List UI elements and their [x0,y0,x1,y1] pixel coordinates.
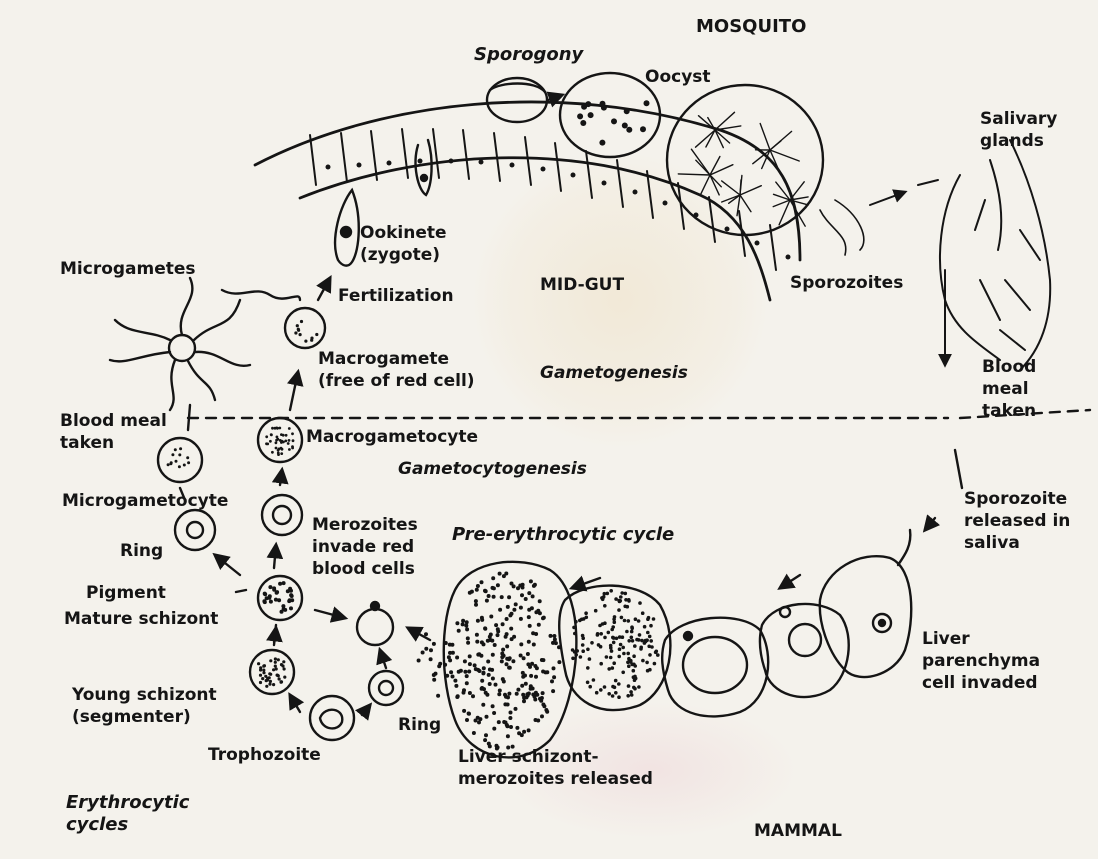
label-mature-schizont: Mature schizont [64,608,218,630]
label-young-schizont: Young schizont (segmenter) [72,684,217,728]
label-erythrocytic-cycles: Erythrocytic cycles [66,792,189,836]
sporogony-stages [487,73,864,255]
label-ring-left: Ring [120,540,163,562]
label-ookinete: Ookinete (zygote) [360,222,447,266]
label-merozoites-invade: Merozoites invade red blood cells [312,514,418,580]
label-gametogenesis: Gametogenesis [540,362,688,384]
label-mosquito: MOSQUITO [696,16,806,38]
label-microgametocyte: Microgametocyte [62,490,228,512]
liver-cells [417,530,912,757]
label-pre-erythrocytic: Pre-erythrocytic cycle [452,524,674,546]
label-liver-schizont: Liver schizont- merozoites released [458,746,653,790]
label-microgametes: Microgametes [60,258,196,280]
label-sporozoite-released: Sporozoite released in saliva [964,488,1070,554]
microgamete-cell [110,278,330,410]
salivary-gland-shape [870,140,1050,370]
label-macrogametocyte: Macrogametocyte [306,426,478,448]
label-mammal: MAMMAL [754,820,842,842]
label-mid-gut: MID-GUT [540,274,624,296]
label-macrogamete: Macrogamete (free of red cell) [318,348,475,392]
label-fertilization: Fertilization [338,285,454,307]
label-ring-bottom: Ring [398,714,441,736]
label-blood-meal-left: Blood meal taken [60,410,167,454]
midgut-wall [255,102,800,300]
label-blood-meal-right: Blood meal taken [982,356,1036,422]
label-liver-parenchyma: Liver parenchyma cell invaded [922,628,1040,694]
label-gametocytogenesis: Gametocytogenesis [398,458,587,480]
label-pigment: Pigment [86,582,166,604]
label-sporogony: Sporogony [474,44,583,66]
label-trophozoite: Trophozoite [208,744,321,766]
label-salivary-glands: Salivary glands [980,108,1057,152]
label-oocyst: Oocyst [645,66,711,88]
label-sporozoites: Sporozoites [790,272,903,294]
